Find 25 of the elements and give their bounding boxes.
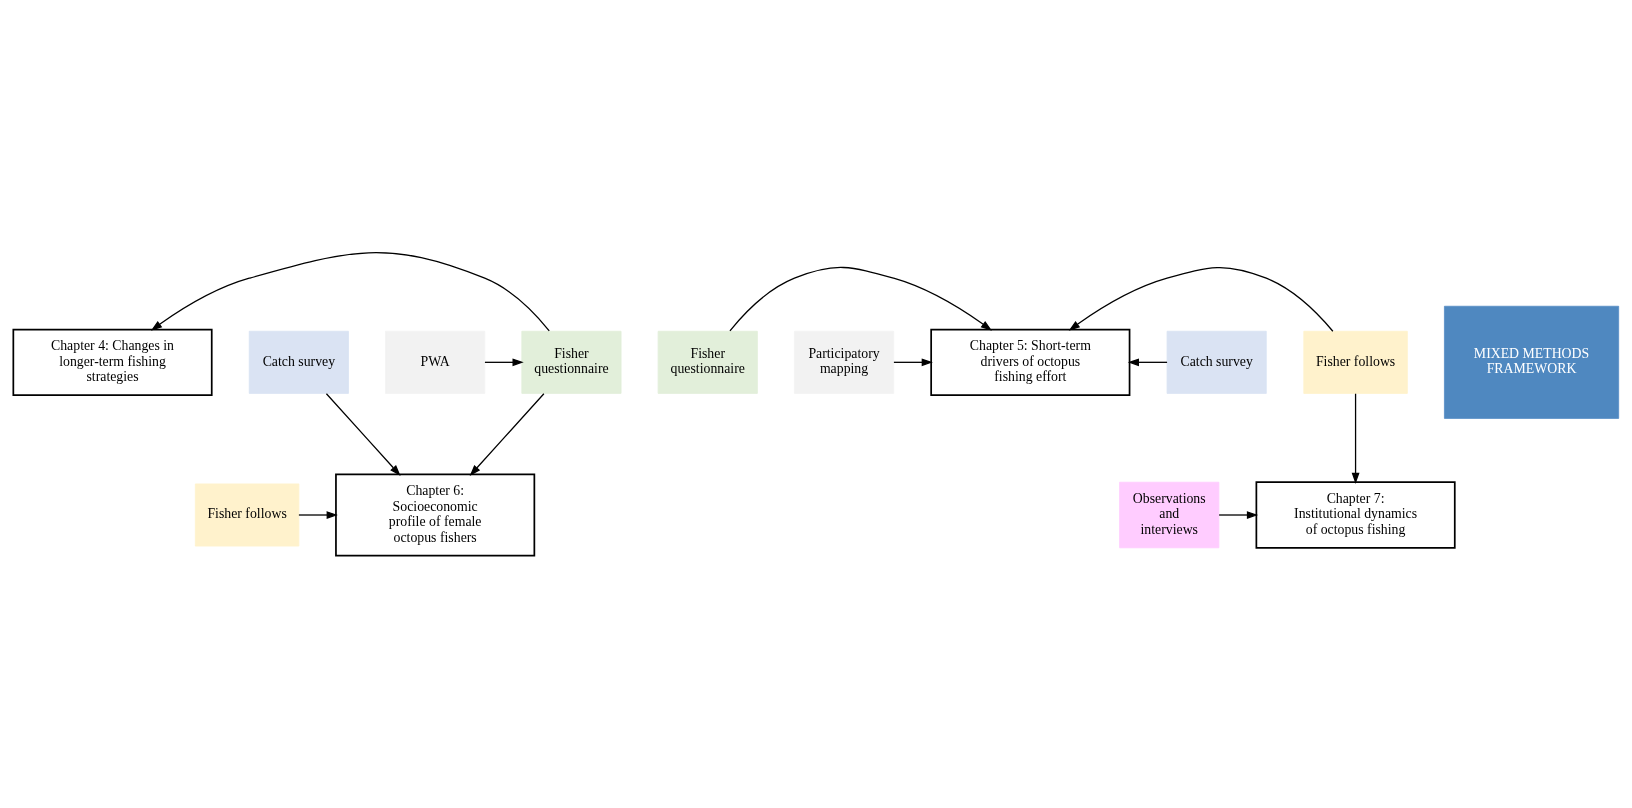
- node-box: Fisher questionnaire: [521, 330, 622, 394]
- node-box: Catch survey: [248, 330, 349, 394]
- arrow: [1218, 511, 1259, 519]
- node-box: Chapter 5: Short-term drivers of octopus fishing effort: [930, 328, 1131, 396]
- node-box: MIXED METHODS FRAMEWORK: [1444, 305, 1620, 419]
- node-box: Fisher questionnaire: [657, 330, 758, 394]
- arrow: [325, 393, 401, 476]
- arrow: [1068, 266, 1334, 332]
- arrow: [1127, 358, 1168, 367]
- node-box: Fisher follows: [1303, 330, 1408, 394]
- arrow: [484, 358, 524, 367]
- arrow: [893, 358, 933, 367]
- node-box: Observations and interviews: [1119, 481, 1220, 549]
- node-box: Chapter 6: Socioeconomic profile of female octopus fishers: [335, 473, 536, 557]
- node-box: Fisher follows: [194, 483, 300, 547]
- arrow: [298, 511, 338, 519]
- node-box: Participatory mapping: [794, 330, 895, 394]
- arrow: [729, 266, 992, 332]
- node-box: Chapter 7: Institutional dynamics of octopus fishing: [1255, 481, 1456, 549]
- arrow: [469, 393, 545, 476]
- node-box: Catch survey: [1166, 330, 1267, 394]
- node-box: Chapter 4: Changes in longer-term fishing strategies: [12, 328, 213, 396]
- node-box: PWA: [385, 330, 486, 394]
- arrow: [150, 252, 550, 332]
- arrow: [1351, 393, 1360, 485]
